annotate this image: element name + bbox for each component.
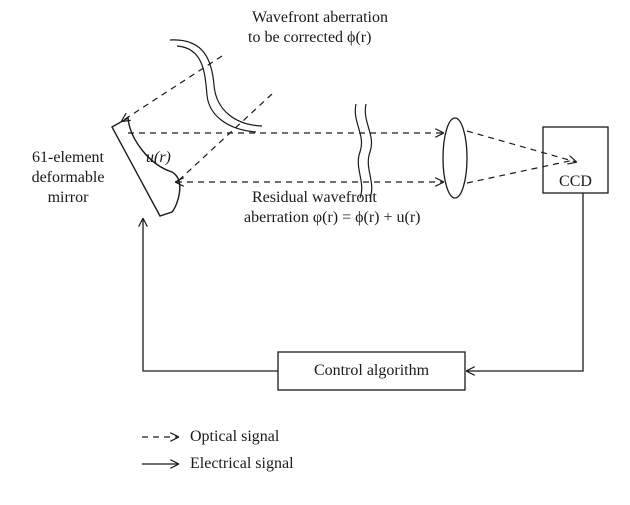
legend-electrical-label: Electrical signal xyxy=(190,455,294,472)
focus-beam-upper xyxy=(466,130,576,162)
incoming-beam-upper xyxy=(122,55,223,121)
control-algorithm-label: Control algorithm xyxy=(313,362,430,379)
residual-label-line1: Residual wavefront xyxy=(252,189,377,206)
mirror-label-line1: 61-element xyxy=(32,149,104,166)
lens xyxy=(442,117,468,199)
residual-wavefront-line-2 xyxy=(364,103,373,199)
incoming-wavefront-outer xyxy=(169,39,263,127)
ccd-label: CCD xyxy=(559,173,592,190)
incoming-beam-lower xyxy=(176,93,273,183)
wavefront-label-line2: to be corrected ϕ(r) xyxy=(248,29,372,46)
u-of-r-label: u(r) xyxy=(146,149,171,166)
legend-optical-label: Optical signal xyxy=(190,428,280,445)
feedback-control-to-mirror xyxy=(143,219,278,372)
wavefront-label-line1: Wavefront aberration xyxy=(252,9,388,26)
mirror-label-line3: mirror xyxy=(47,189,89,206)
residual-wavefront-line-1 xyxy=(354,103,363,199)
incoming-wavefront-inner xyxy=(176,45,257,133)
residual-label-line2: aberration φ(r) = ϕ(r) + u(r) xyxy=(244,209,421,226)
focus-beam-lower xyxy=(466,159,575,184)
ccd-box xyxy=(542,126,609,194)
mirror-label-line2: deformable xyxy=(31,169,105,186)
feedback-ccd-to-control xyxy=(467,193,584,371)
